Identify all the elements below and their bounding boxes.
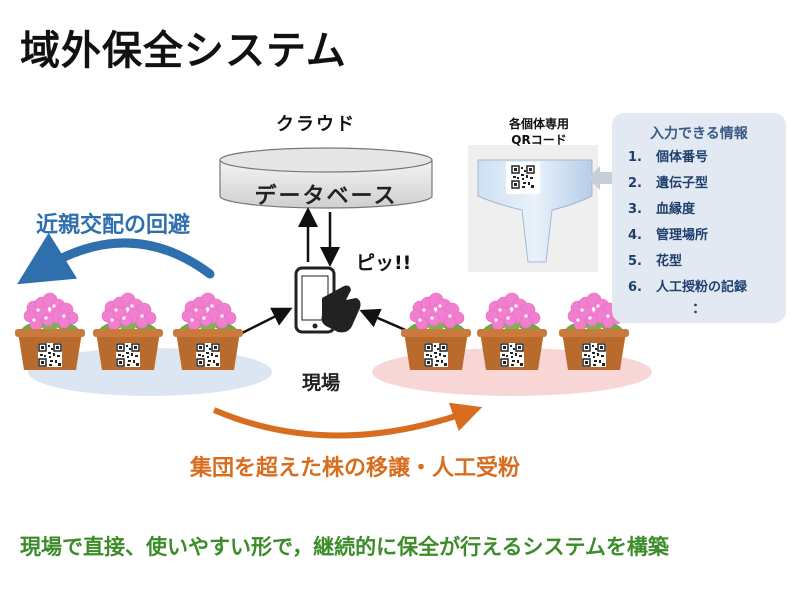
qr-tag-illustration bbox=[468, 145, 598, 272]
info-panel-title: 入力できる情報 bbox=[650, 126, 748, 142]
primrose-icon bbox=[93, 293, 163, 370]
item-number: 4. bbox=[628, 228, 642, 243]
summary-text: 現場で直接、使いやすい形で，継続的に保全が行えるシステムを構築 bbox=[20, 535, 669, 559]
item-text: 個体番号 bbox=[656, 150, 709, 165]
item-number: 1. bbox=[628, 150, 642, 165]
database-cylinder bbox=[219, 147, 433, 209]
item-text: 血縁度 bbox=[656, 202, 696, 217]
cloud-label: クラウド bbox=[276, 114, 356, 135]
qr-code-icon bbox=[506, 162, 540, 194]
info-list: 1. 個体番号 2. 遺伝子型 3. 血縁度 4. 管理場所 5. 花型 6. 人工授粉の記… bbox=[628, 146, 788, 302]
item-text: 管理場所 bbox=[656, 228, 709, 243]
smartphone-hand-icon bbox=[294, 266, 361, 334]
item-number: 3. bbox=[628, 202, 642, 217]
item-number: 2. bbox=[628, 176, 642, 191]
list-item: 2. 遺伝子型 bbox=[628, 172, 788, 198]
list-item: 6. 人工授粉の記録 bbox=[628, 276, 788, 302]
avoid-inbreeding-label: 近親交配の回避 bbox=[36, 213, 191, 238]
item-text: 人工授粉の記録 bbox=[656, 280, 748, 295]
item-text: 遺伝子型 bbox=[656, 176, 709, 191]
transfer-arrow bbox=[212, 402, 483, 439]
list-item: 5. 花型 bbox=[628, 250, 788, 276]
list-item: 4. 管理場所 bbox=[628, 224, 788, 250]
transfer-label: 集団を超えた株の移譲・人工受粉 bbox=[190, 456, 521, 481]
primrose-icon bbox=[401, 293, 471, 370]
info-more-indicator: ： bbox=[692, 301, 706, 317]
database-label: データベース bbox=[254, 184, 398, 209]
page-title: 域外保全システム bbox=[20, 28, 347, 74]
info-panel bbox=[612, 113, 786, 323]
info-to-tag-arrow bbox=[588, 166, 612, 190]
list-item: 1. 個体番号 bbox=[628, 146, 788, 172]
qr-tag-caption-line1: 各個体専用 bbox=[508, 117, 569, 131]
primrose-icon bbox=[15, 293, 85, 370]
primrose-icon bbox=[173, 293, 243, 370]
qr-tag-caption: 各個体専用 QRコード bbox=[480, 116, 598, 148]
qr-tag-caption-line2: QRコード bbox=[511, 133, 567, 147]
item-text: 花型 bbox=[656, 254, 683, 269]
item-number: 6. bbox=[628, 280, 642, 295]
primrose-icon bbox=[477, 293, 547, 370]
field-label: 現場 bbox=[302, 372, 341, 394]
item-number: 5. bbox=[628, 254, 642, 269]
scan-sound-label: ピッ!! bbox=[356, 252, 412, 274]
list-item: 3. 血縁度 bbox=[628, 198, 788, 224]
avoid-arrow bbox=[17, 232, 215, 285]
